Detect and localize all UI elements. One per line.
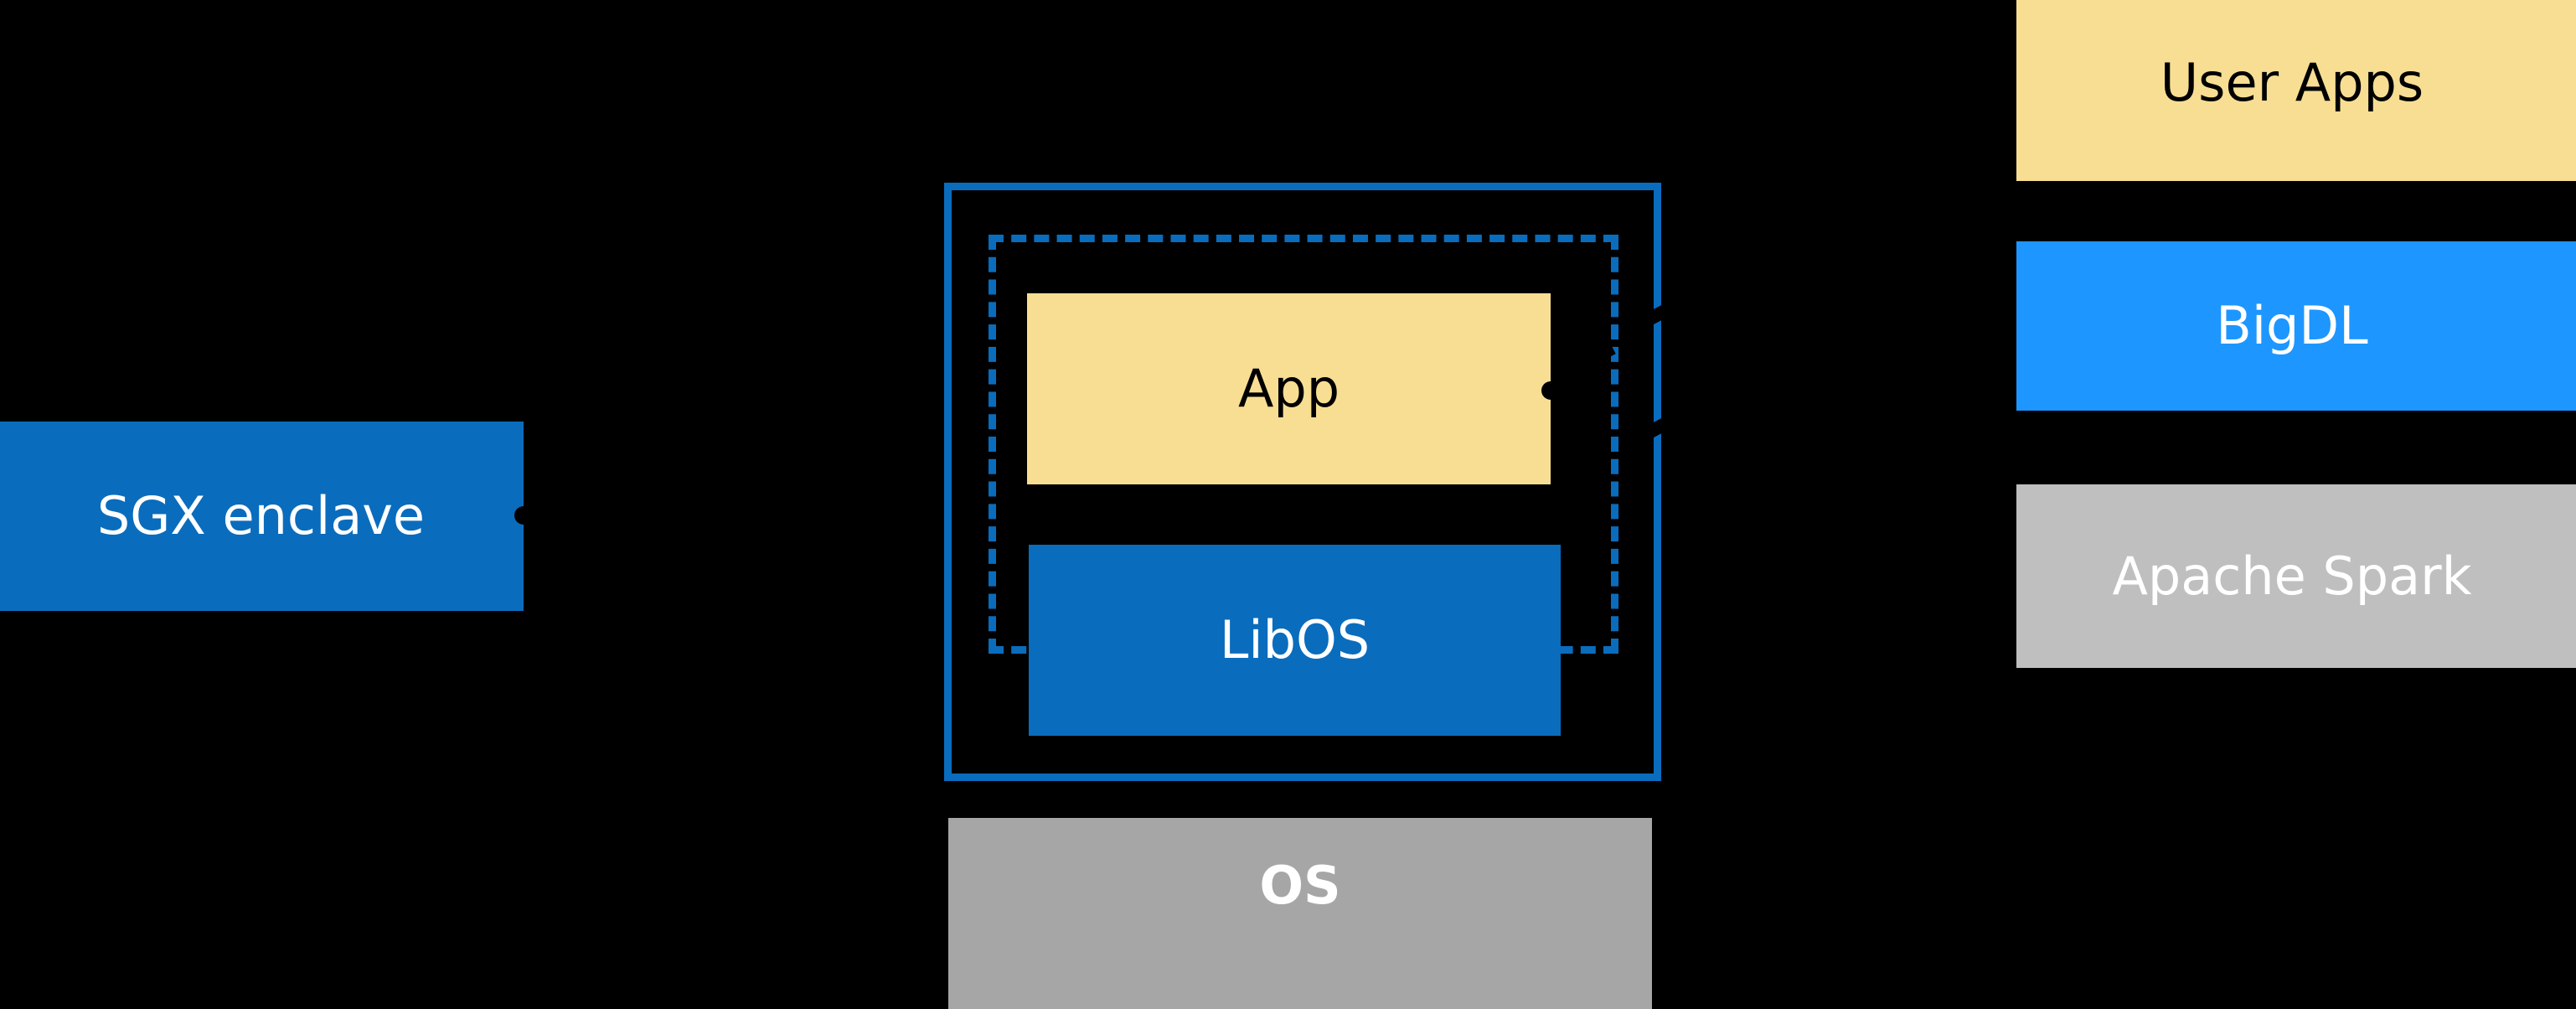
connector-endpoint-dot-app — [1541, 381, 1560, 400]
node-sgx-enclave-label: SGX enclave — [96, 485, 426, 547]
node-user-apps[interactable]: User Apps — [2016, 0, 2576, 181]
node-app[interactable]: App — [1027, 293, 1551, 484]
node-apache-spark-label: Apache Spark — [2112, 545, 2472, 607]
connector-endpoint-dot-sgx — [514, 506, 533, 525]
node-os-label: OS — [1259, 855, 1341, 916]
node-bigdl[interactable]: BigDL — [2016, 241, 2576, 411]
node-app-label: App — [1237, 358, 1340, 420]
node-apache-spark[interactable]: Apache Spark — [2016, 484, 2576, 668]
node-sgx-enclave[interactable]: SGX enclave — [0, 422, 524, 611]
node-user-apps-label: User Apps — [2160, 52, 2424, 114]
node-os[interactable]: OS — [948, 818, 1652, 1009]
container-enclave-boundary-solid — [944, 183, 1661, 781]
node-libos[interactable]: LibOS — [1029, 545, 1561, 736]
node-libos-label: LibOS — [1219, 609, 1371, 671]
node-bigdl-label: BigDL — [2216, 295, 2368, 357]
